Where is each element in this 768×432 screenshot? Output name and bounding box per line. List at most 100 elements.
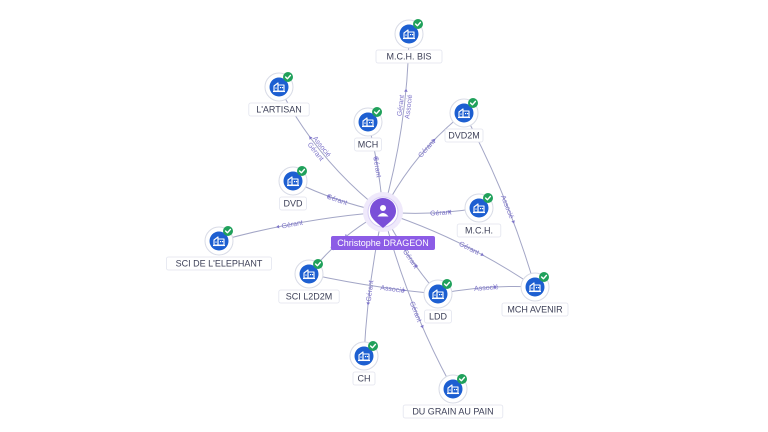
- person-body: [377, 213, 389, 217]
- building-icon: [458, 108, 470, 119]
- edge-arrow: [511, 220, 515, 224]
- edge-label: Gérant: [366, 280, 376, 302]
- node-label: SCI DE L'ELEPHANT: [176, 259, 263, 269]
- building-icon: [362, 117, 374, 128]
- edge-label: Associé: [474, 284, 499, 293]
- check-icon: [457, 374, 467, 384]
- check-icon: [413, 19, 423, 29]
- edge-label: Gérant: [401, 249, 419, 271]
- company-node-du-grain[interactable]: DU GRAIN AU PAIN: [402, 374, 504, 419]
- edge-arrow: [374, 156, 378, 160]
- check-icon: [223, 226, 233, 236]
- node-label-box: [248, 102, 310, 117]
- edge-arrow: [420, 324, 424, 329]
- edge-arrow: [493, 285, 498, 289]
- edge-line: [382, 211, 536, 288]
- node-label-box: [456, 223, 502, 238]
- node-label: LDD: [429, 312, 448, 322]
- company-node-dvd2m[interactable]: DVD2M: [444, 98, 484, 143]
- check-icon: [283, 72, 293, 82]
- building-icon: [473, 203, 485, 214]
- check-icon: [313, 259, 323, 269]
- edge-label: Associé: [380, 285, 405, 295]
- company-node-sci-elephant[interactable]: SCI DE L'ELEPHANT: [165, 226, 272, 271]
- building-icon: [447, 384, 459, 395]
- company-node-sci-l2d2m[interactable]: SCI L2D2M: [278, 259, 340, 304]
- building-icon: [529, 282, 541, 293]
- company-node-mch-avenir[interactable]: MCH AVENIR: [501, 272, 569, 317]
- building-icon: [403, 29, 415, 40]
- node-label-box: [278, 289, 340, 304]
- node-label: MCH: [358, 140, 379, 150]
- node-label-box: [279, 196, 307, 211]
- check-icon: [368, 341, 378, 351]
- edge[interactable]: Associé: [308, 273, 439, 295]
- building-icon: [273, 82, 285, 93]
- edge-arrow: [448, 210, 452, 214]
- check-icon: [297, 166, 307, 176]
- node-label-box: [444, 128, 484, 143]
- edge-arrow: [404, 88, 408, 92]
- building-icon: [432, 289, 444, 300]
- edge-line: [308, 273, 439, 295]
- center-label: Christophe DRAGEON: [337, 238, 429, 248]
- edge-label: Gérant: [325, 193, 348, 207]
- edge-arrow: [327, 195, 331, 199]
- company-node-ldd[interactable]: LDD: [423, 279, 453, 324]
- node-label-box: [402, 404, 504, 419]
- nodes-layer: M.C.H. BIS L'ARTISAN MCH DVD2M DVD M.C.H. SCI …: [165, 19, 569, 419]
- company-node-ch[interactable]: CH: [349, 341, 379, 386]
- node-label-box: [354, 137, 382, 152]
- node-label-box: [501, 302, 569, 317]
- company-node-m-c-h[interactable]: M.C.H.: [456, 193, 502, 238]
- check-icon: [539, 272, 549, 282]
- edge-label: Associé: [404, 94, 414, 119]
- node-label: MCH AVENIR: [507, 305, 563, 315]
- node-label: DVD: [283, 199, 303, 209]
- company-node-mch[interactable]: MCH: [353, 107, 383, 152]
- node-label-box: [165, 256, 272, 271]
- node-label-box: [375, 49, 443, 64]
- edge-label: Gérant: [417, 139, 437, 160]
- node-label-box: [424, 309, 452, 324]
- building-icon: [213, 236, 225, 247]
- center-node[interactable]: Christophe DRAGEON: [331, 192, 435, 250]
- check-icon: [468, 98, 478, 108]
- node-label: M.C.H.: [465, 226, 493, 236]
- company-node-mch-bis[interactable]: M.C.H. BIS: [375, 19, 443, 64]
- node-label: CH: [358, 374, 371, 384]
- edge-label: Associé: [499, 195, 515, 220]
- node-label: SCI L2D2M: [286, 292, 333, 302]
- edge-label: Gérant: [408, 301, 423, 324]
- edge-arrow: [366, 302, 371, 306]
- node-label: L'ARTISAN: [256, 105, 302, 115]
- edge-arrow: [402, 288, 406, 292]
- edge-label: Gérant: [281, 220, 303, 231]
- check-icon: [372, 107, 382, 117]
- company-node-dvd[interactable]: DVD: [278, 166, 308, 211]
- edge[interactable]: Associé: [437, 284, 536, 295]
- edge-arrow: [309, 136, 313, 140]
- building-icon: [358, 351, 370, 362]
- building-icon: [303, 269, 315, 280]
- edge-arrow: [432, 138, 436, 143]
- center-label-box: [331, 236, 435, 250]
- edge-label: Gérant: [397, 94, 406, 116]
- edge-label: Gérant: [430, 209, 452, 217]
- node-label: M.C.H. BIS: [386, 52, 431, 62]
- edge-label: Gérant: [458, 241, 480, 257]
- edge-arrow: [480, 252, 484, 256]
- node-label: DVD2M: [448, 131, 480, 141]
- node-label: DU GRAIN AU PAIN: [412, 407, 493, 417]
- node-label-box: [352, 371, 376, 386]
- person-head: [380, 205, 386, 211]
- edge-arrow: [276, 224, 280, 229]
- edge-label: Gérant: [371, 156, 381, 178]
- edge-line: [382, 211, 454, 390]
- building-icon: [287, 176, 299, 187]
- check-icon: [483, 193, 493, 203]
- check-icon: [442, 279, 452, 289]
- company-node-lartisan[interactable]: L'ARTISAN: [248, 72, 310, 117]
- edge-arrow: [413, 264, 418, 268]
